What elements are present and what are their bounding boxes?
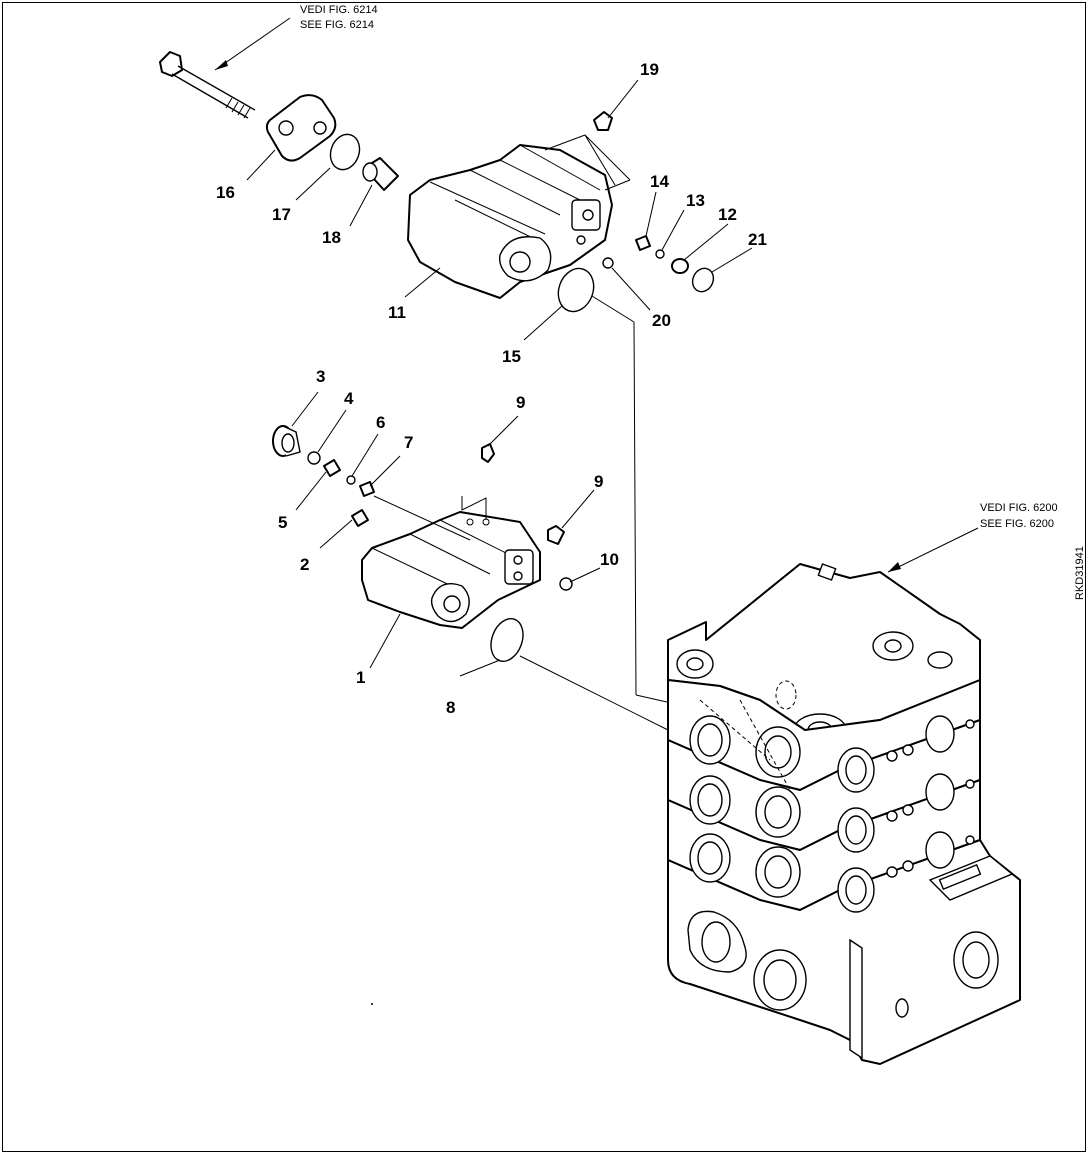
ball-6 — [346, 475, 356, 485]
callout-6: 6 — [376, 413, 385, 432]
o-ring-20 — [602, 257, 614, 269]
callout-9-top: 9 — [516, 393, 525, 412]
callout-18: 18 — [322, 228, 341, 247]
callout-21: 21 — [748, 230, 767, 249]
plug-12 — [671, 258, 689, 274]
callout-13: 13 — [686, 191, 705, 210]
callout-16: 16 — [216, 183, 235, 202]
plug-19 — [593, 111, 613, 131]
callout-9-right: 9 — [594, 472, 603, 491]
valve-body-1 — [361, 496, 541, 629]
plug-9a — [481, 443, 495, 463]
o-ring-8 — [490, 617, 524, 663]
callout-12: 12 — [718, 205, 737, 224]
plug-3-part — [272, 425, 301, 457]
callout-5: 5 — [278, 513, 287, 532]
lower-valve-group — [272, 391, 669, 731]
callout-19: 19 — [640, 60, 659, 79]
o-ring-15 — [557, 267, 595, 313]
callout-4: 4 — [344, 389, 354, 408]
bolt-part — [159, 51, 256, 119]
plug-18-part — [362, 157, 399, 191]
plug-2 — [351, 509, 369, 527]
o-ring-13 — [655, 249, 665, 259]
reference-right-it: VEDI FIG. 6200 — [980, 502, 1058, 514]
cover-plate-part — [265, 94, 337, 162]
callout-3: 3 — [316, 367, 325, 386]
reference-top-en: SEE FIG. 6214 — [300, 19, 374, 31]
o-ring-21 — [691, 267, 715, 293]
block-ports — [687, 715, 999, 1018]
drawing-code: RKD31941 — [1074, 546, 1086, 600]
spacer-5 — [323, 459, 341, 477]
callout-15: 15 — [502, 347, 521, 366]
callout-10: 10 — [600, 550, 619, 569]
plug-9b — [547, 525, 565, 545]
reference-top-it: VEDI FIG. 6214 — [300, 4, 378, 16]
main-valve-block — [667, 563, 1021, 1065]
callout-7: 7 — [404, 433, 413, 452]
valve-body-11 — [407, 144, 613, 299]
callout-1: 1 — [356, 668, 365, 687]
o-ring-4 — [307, 451, 321, 465]
plug-14 — [635, 235, 651, 251]
callout-2: 2 — [300, 555, 309, 574]
reference-right-en: SEE FIG. 6200 — [980, 518, 1054, 530]
callout-8: 8 — [446, 698, 455, 717]
callout-20: 20 — [652, 311, 671, 330]
callout-14: 14 — [650, 172, 669, 191]
upper-valve-group — [159, 17, 753, 706]
o-ring-10 — [559, 577, 573, 591]
callout-17: 17 — [272, 205, 291, 224]
o-ring-17 — [329, 133, 361, 171]
reference-leader-right — [887, 527, 979, 573]
callout-11: 11 — [388, 303, 406, 322]
